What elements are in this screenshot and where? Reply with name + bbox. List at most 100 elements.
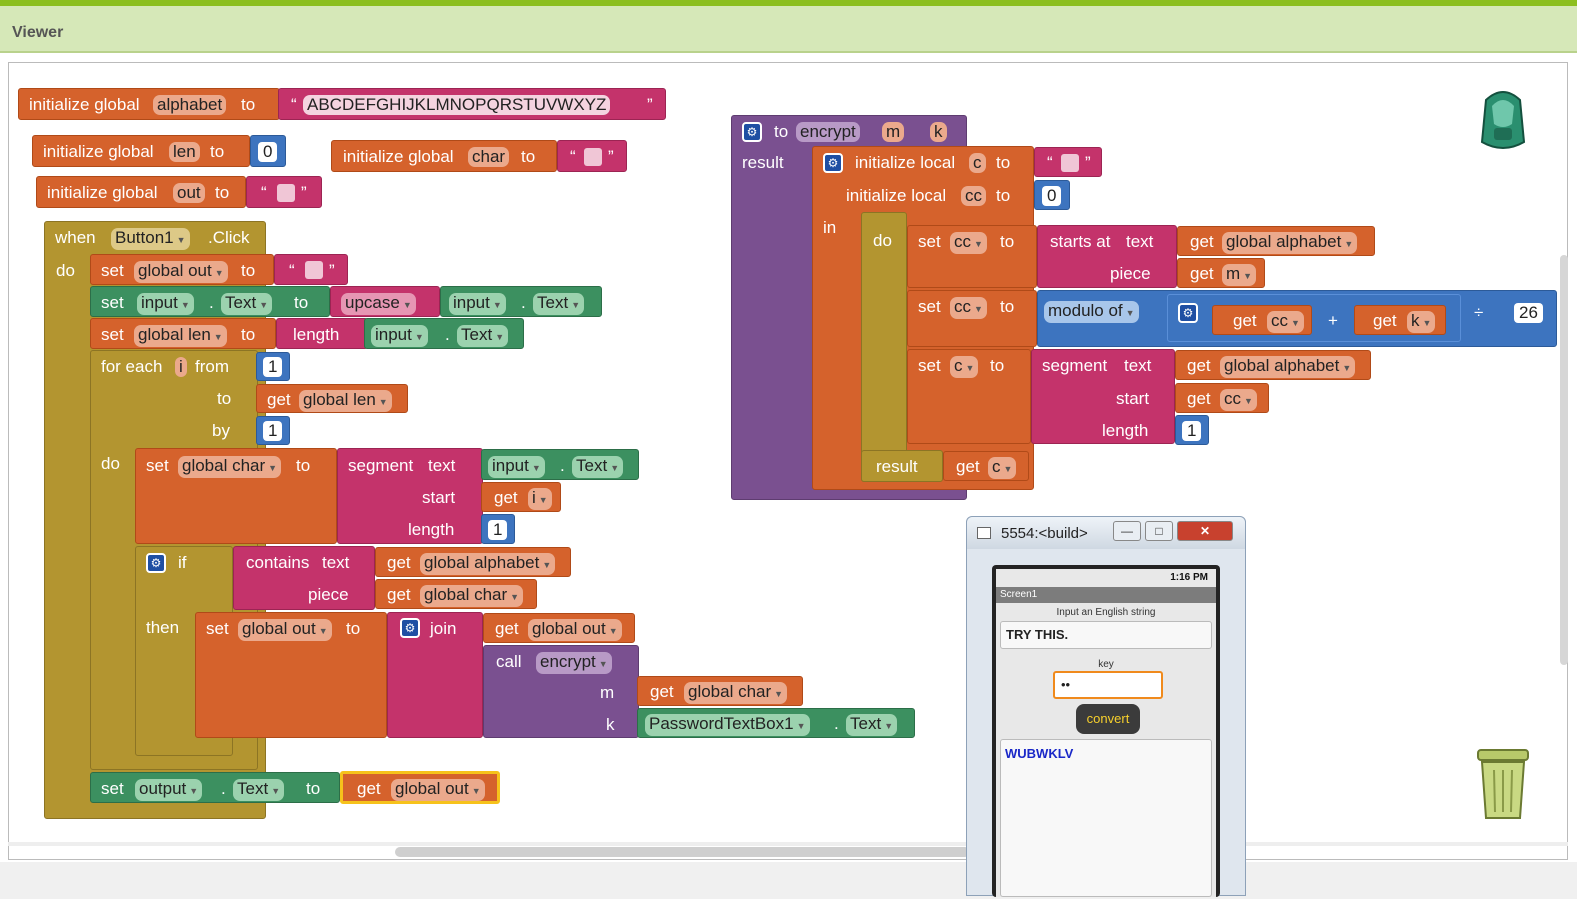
get-global-alphabet-block[interactable]: get global alphabet▼ xyxy=(1175,350,1371,380)
global-char-dropdown[interactable]: global char▼ xyxy=(684,682,788,704)
get-m-block[interactable]: get m▼ xyxy=(1177,258,1265,288)
alphabet-string-field[interactable]: ABCDEFGHIJKLMNOPQRSTUVWXYZ xyxy=(303,95,611,115)
empty-string-block[interactable]: “ ” xyxy=(274,254,348,285)
by-number-block[interactable]: 1 xyxy=(256,416,290,445)
text-property-dropdown[interactable]: Text▼ xyxy=(846,714,898,736)
text-property-dropdown[interactable]: Text▼ xyxy=(572,456,624,478)
get-global-char-block[interactable]: get global char▼ xyxy=(375,579,537,609)
k-dropdown[interactable]: k▼ xyxy=(1407,311,1436,333)
backpack-icon[interactable] xyxy=(1468,84,1538,156)
empty-string-field[interactable] xyxy=(1061,154,1079,172)
char-empty-string-block[interactable]: “ ” xyxy=(557,140,627,172)
modulus-number-field[interactable]: 26 xyxy=(1514,303,1543,323)
input-text-getter-block[interactable]: input▼ . Text▼ xyxy=(481,449,639,480)
emulator-window[interactable]: 5554:<build> — □ ✕ 1:16 PM Screen1 Input… xyxy=(966,516,1246,897)
local-cc-number-field[interactable]: 0 xyxy=(1042,186,1062,206)
text-property-dropdown[interactable]: Text▼ xyxy=(221,293,273,315)
global-out-dropdown[interactable]: global out▼ xyxy=(528,619,622,641)
alphabet-name-field[interactable]: alphabet xyxy=(153,95,227,115)
empty-string-field[interactable] xyxy=(305,261,323,279)
get-c-block[interactable]: get c▼ xyxy=(943,451,1029,481)
maximize-button[interactable]: □ xyxy=(1145,521,1173,541)
set-global-len-block[interactable]: set global len▼ to xyxy=(90,318,276,349)
output-component-dropdown[interactable]: output▼ xyxy=(135,779,203,801)
i-dropdown[interactable]: i▼ xyxy=(528,488,552,510)
length-number-block[interactable]: 1 xyxy=(481,514,515,544)
local-c-empty-string-block[interactable]: “ ” xyxy=(1034,147,1102,177)
local-c-field[interactable]: c xyxy=(969,153,986,173)
gear-icon[interactable]: ⚙ xyxy=(1178,303,1198,323)
get-global-out-block[interactable]: get global out▼ xyxy=(483,613,635,643)
get-global-len-block[interactable]: get global len▼ xyxy=(256,384,408,413)
gear-icon[interactable]: ⚙ xyxy=(742,122,762,142)
global-char-dropdown[interactable]: global char▼ xyxy=(420,585,524,607)
length-number-field[interactable]: 1 xyxy=(488,520,508,540)
set-c-segment-block[interactable]: set c▼ to xyxy=(907,349,1031,444)
input-component-dropdown[interactable]: input▼ xyxy=(137,293,194,315)
text-property-dropdown[interactable]: Text▼ xyxy=(457,325,509,347)
alphabet-string-block[interactable]: “ ABCDEFGHIJKLMNOPQRSTUVWXYZ ” xyxy=(278,88,666,120)
char-name-field[interactable]: char xyxy=(468,147,510,167)
cc-dropdown[interactable]: cc▼ xyxy=(1220,389,1257,411)
from-number-block[interactable]: 1 xyxy=(256,352,290,381)
c-dropdown[interactable]: c▼ xyxy=(988,457,1017,479)
init-global-out-block[interactable]: initialize global out to xyxy=(36,176,246,208)
emulator-titlebar[interactable]: 5554:<build> — □ ✕ xyxy=(967,517,1245,549)
gear-icon[interactable]: ⚙ xyxy=(146,553,166,573)
by-number-field[interactable]: 1 xyxy=(263,421,283,441)
modulo-dropdown[interactable]: modulo of▼ xyxy=(1044,301,1139,323)
global-alphabet-dropdown[interactable]: global alphabet▼ xyxy=(420,553,556,575)
password-component-dropdown[interactable]: PasswordTextBox1▼ xyxy=(645,714,810,736)
key-password-field[interactable]: •• xyxy=(1053,671,1163,699)
len-number-block[interactable]: 0 xyxy=(250,135,286,167)
global-out-dropdown[interactable]: global out▼ xyxy=(238,619,332,641)
gear-icon[interactable]: ⚙ xyxy=(823,153,843,173)
out-name-field[interactable]: out xyxy=(173,183,205,203)
gear-icon[interactable]: ⚙ xyxy=(400,618,420,638)
len-number-field[interactable]: 0 xyxy=(258,142,278,162)
from-number-field[interactable]: 1 xyxy=(263,357,283,377)
minimize-button[interactable]: — xyxy=(1113,521,1141,541)
starts-at-block[interactable]: starts at text piece xyxy=(1037,225,1177,288)
global-len-dropdown[interactable]: global len▼ xyxy=(134,325,227,347)
cc-dropdown[interactable]: cc▼ xyxy=(950,297,987,319)
loop-var-field[interactable]: i xyxy=(175,357,187,377)
out-empty-string-block[interactable]: “ ” xyxy=(246,176,322,208)
set-cc-modulo-block[interactable]: set cc▼ to xyxy=(907,290,1037,347)
set-global-out-block[interactable]: set global out▼ to xyxy=(90,254,274,285)
empty-string-field[interactable] xyxy=(277,184,295,202)
segment-block[interactable]: segment text start length xyxy=(1031,349,1175,444)
global-alphabet-dropdown[interactable]: global alphabet▼ xyxy=(1220,356,1356,378)
do-result-block[interactable]: do xyxy=(861,212,907,482)
contains-block[interactable]: contains text piece xyxy=(233,546,375,610)
global-alphabet-dropdown[interactable]: global alphabet▼ xyxy=(1222,232,1358,254)
init-global-alphabet-block[interactable]: initialize global alphabet to xyxy=(18,88,280,120)
set-global-char-block[interactable]: set global char▼ to xyxy=(135,448,337,544)
procedure-dropdown[interactable]: encrypt▼ xyxy=(536,652,612,674)
cc-dropdown[interactable]: cc▼ xyxy=(950,232,987,254)
horizontal-scrollbar[interactable] xyxy=(395,847,970,857)
text-property-dropdown[interactable]: Text▼ xyxy=(533,293,585,315)
get-global-out-selected-block[interactable]: get global out▼ xyxy=(340,771,500,804)
text-property-dropdown[interactable]: Text▼ xyxy=(233,779,285,801)
segment-block[interactable]: segment text start length xyxy=(337,448,483,544)
get-global-alphabet-block[interactable]: get global alphabet▼ xyxy=(1177,226,1375,256)
input-text-getter-block[interactable]: input▼ . Text▼ xyxy=(440,286,602,317)
set-global-out-join-block[interactable]: set global out▼ to xyxy=(195,612,387,738)
param-m-field[interactable]: m xyxy=(882,122,905,142)
input-component-dropdown[interactable]: input▼ xyxy=(449,293,506,315)
set-cc-starts-block[interactable]: set cc▼ to xyxy=(907,225,1037,288)
get-k-block[interactable]: get k▼ xyxy=(1354,305,1446,335)
upcase-dropdown[interactable]: upcase▼ xyxy=(341,293,416,315)
global-out-dropdown[interactable]: global out▼ xyxy=(391,779,485,801)
m-dropdown[interactable]: m▼ xyxy=(1222,264,1257,286)
len-name-field[interactable]: len xyxy=(169,142,200,162)
convert-button[interactable]: convert xyxy=(1076,704,1140,734)
length-number-field[interactable]: 1 xyxy=(1182,421,1202,441)
input-text-getter-block[interactable]: input▼ . Text▼ xyxy=(364,318,524,349)
component-dropdown[interactable]: Button1▼ xyxy=(111,228,190,250)
local-cc-field[interactable]: cc xyxy=(961,186,986,206)
empty-string-field[interactable] xyxy=(584,148,602,166)
get-global-char-block[interactable]: get global char▼ xyxy=(637,676,803,706)
global-char-dropdown[interactable]: global char▼ xyxy=(178,456,282,478)
